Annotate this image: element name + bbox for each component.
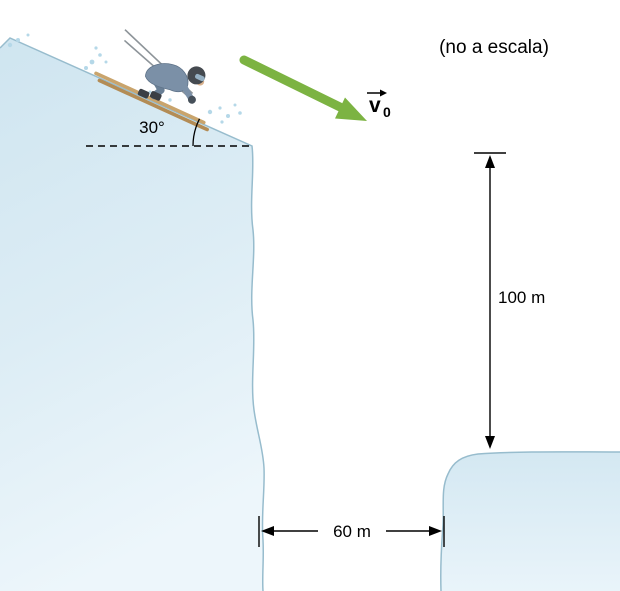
ski-boot (149, 91, 162, 101)
width-arrowhead-right (429, 526, 442, 536)
angle-arc (192, 118, 201, 147)
skier-goggles (194, 73, 205, 82)
skier-body (145, 63, 189, 93)
velocity-label: v 0 (367, 89, 391, 120)
velocity-subscript: 0 (383, 104, 391, 120)
vector-hat-arrowhead (380, 89, 387, 97)
height-arrowhead-up (485, 155, 495, 168)
scale-note: (no a escala) (439, 37, 549, 58)
cliff-shape (0, 38, 265, 591)
width-arrowhead-left (261, 526, 274, 536)
skier-mitt (187, 95, 196, 104)
height-dimension-arrow (474, 152, 506, 437)
v0-arrow-icon (239, 55, 367, 121)
snow-spray (7, 33, 242, 124)
lower-ground-edge-line (439, 451, 620, 591)
height-label: 100 m (498, 288, 545, 307)
height-arrowhead-down (485, 436, 495, 449)
ski (94, 71, 206, 125)
ski-boot (137, 88, 150, 99)
width-label: 60 m (333, 522, 371, 541)
skier-illustration (94, 29, 209, 132)
angle-label: 30° (139, 118, 165, 137)
ski (97, 78, 209, 132)
width-dimension-arrow (258, 516, 445, 547)
velocity-symbol: v (369, 94, 381, 117)
cliff-edge-line (0, 37, 265, 591)
lower-ground-shape (440, 451, 620, 591)
